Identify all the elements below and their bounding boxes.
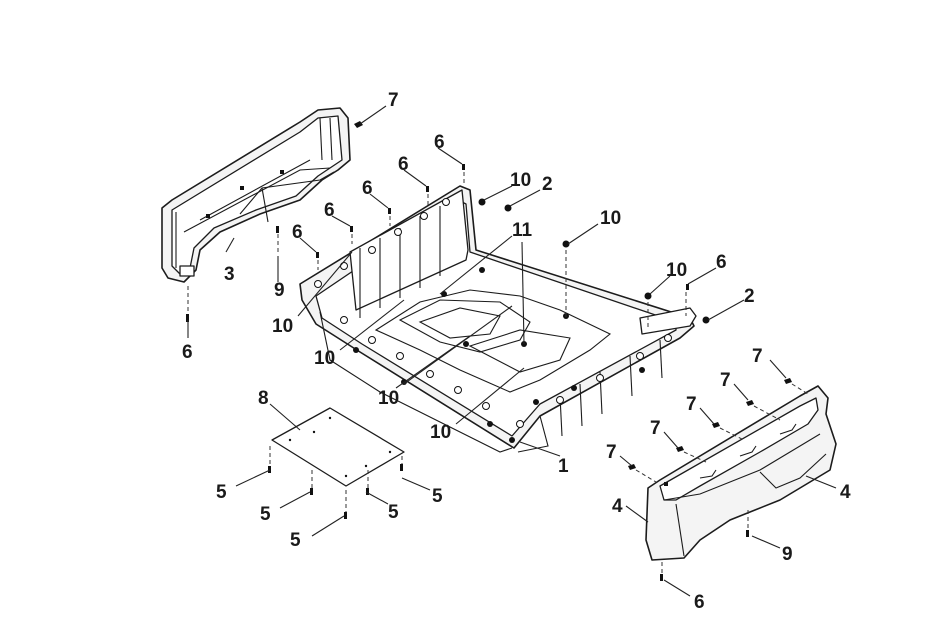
callout-3: 3: [224, 264, 235, 285]
callout-10: 10: [430, 422, 451, 443]
callout-labels: 7 6 6 6 6 6 10 2 10 11 10 6 2 3 9 10 6 1…: [182, 90, 851, 613]
callout-8: 8: [258, 388, 269, 409]
callout-4: 4: [840, 482, 851, 503]
callout-6: 6: [716, 252, 727, 273]
callout-2: 2: [744, 286, 755, 307]
callout-7: 7: [720, 370, 731, 391]
assembly-lines: [187, 172, 809, 574]
bed-tub: [299, 185, 697, 453]
callout-9: 9: [274, 280, 285, 301]
callout-6: 6: [324, 200, 335, 221]
callout-10: 10: [378, 388, 399, 409]
callout-5: 5: [290, 530, 301, 551]
callout-5: 5: [388, 502, 399, 523]
callout-10: 10: [510, 170, 531, 191]
callout-10: 10: [600, 208, 621, 229]
callout-6: 6: [292, 222, 303, 243]
callout-6: 6: [694, 592, 705, 613]
callout-7: 7: [752, 346, 763, 367]
callout-7: 7: [388, 90, 399, 111]
callout-6: 6: [182, 342, 193, 363]
callout-2: 2: [542, 174, 553, 195]
callout-5: 5: [260, 504, 271, 525]
callout-6: 6: [434, 132, 445, 153]
callout-7: 7: [686, 394, 697, 415]
callout-9: 9: [782, 544, 793, 565]
callout-11: 11: [512, 220, 533, 241]
callout-4: 4: [612, 496, 623, 517]
callout-10: 10: [666, 260, 687, 281]
callout-10: 10: [272, 316, 293, 337]
callout-5: 5: [216, 482, 227, 503]
left-side-panel: [161, 107, 351, 283]
right-side-panel: [645, 385, 837, 561]
callout-1: 1: [558, 456, 569, 477]
callout-6: 6: [362, 178, 373, 199]
callout-5: 5: [432, 486, 443, 507]
skid-plate: [271, 407, 405, 487]
callout-7: 7: [606, 442, 617, 463]
callout-6: 6: [398, 154, 409, 175]
fasteners: [186, 121, 792, 581]
callout-7: 7: [650, 418, 661, 439]
leader-lines: [187, 105, 837, 597]
callout-10: 10: [314, 348, 335, 369]
